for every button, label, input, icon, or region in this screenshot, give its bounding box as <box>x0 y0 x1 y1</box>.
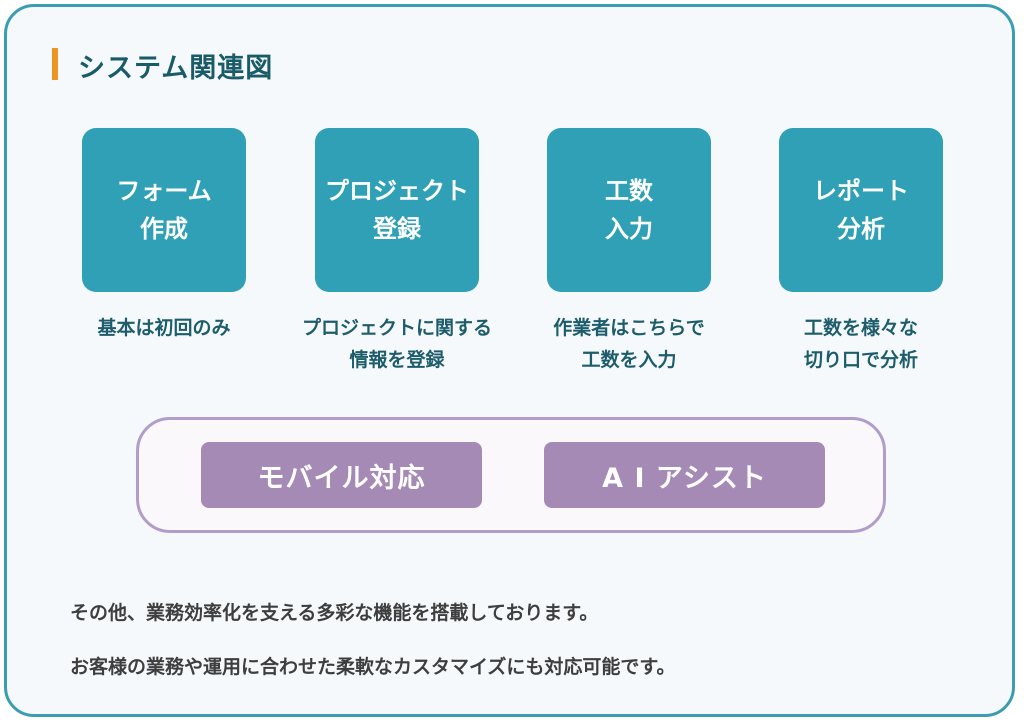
step-box-label-line2: 分析 <box>837 215 885 243</box>
diagram-frame <box>4 4 1015 717</box>
step-box-label-line2: 登録 <box>373 215 421 243</box>
step-box-label-line1: 工数 <box>605 177 653 205</box>
step-box-label-line1: プロジェクト <box>325 177 469 205</box>
step-desc-line2: 情報を登録 <box>349 349 445 371</box>
step-box-form: フォーム 作成 <box>82 128 246 292</box>
step-desc-line1: 工数を様々な <box>803 317 918 339</box>
step-desc-form: 基本は初回のみ <box>44 312 284 344</box>
step-desc-report: 工数を様々な 切り口で分析 <box>741 312 981 376</box>
step-desc-line2: 工数を入力 <box>581 349 677 371</box>
step-box-label-line2: 作成 <box>140 215 188 243</box>
step-desc-line1: プロジェクトに関する <box>301 317 492 339</box>
feature-mobile: モバイル対応 <box>201 442 482 508</box>
step-box-effort: 工数 入力 <box>547 128 711 292</box>
note-line-1: その他、業務効率化を支える多彩な機能を搭載しております。 <box>70 602 599 624</box>
step-box-report: レポート 分析 <box>779 128 943 292</box>
step-desc-project: プロジェクトに関する 情報を登録 <box>277 312 517 376</box>
step-desc-effort: 作業者はこちらで 工数を入力 <box>509 312 749 376</box>
step-box-label-line1: レポート <box>813 177 909 205</box>
note-line-2: お客様の業務や運用に合わせた柔軟なカスタマイズにも対応可能です。 <box>70 656 676 678</box>
step-desc-line2: 切り口で分析 <box>803 349 918 371</box>
title-accent-bar <box>52 48 58 80</box>
step-desc-line1: 基本は初回のみ <box>97 317 231 339</box>
step-box-project: プロジェクト 登録 <box>315 128 479 292</box>
step-box-label-line2: 入力 <box>605 215 653 243</box>
page-title: システム関連図 <box>78 53 274 84</box>
feature-ai-assist: A I アシスト <box>544 442 825 508</box>
step-desc-line1: 作業者はこちらで <box>553 317 705 339</box>
step-box-label-line1: フォーム <box>116 177 212 205</box>
